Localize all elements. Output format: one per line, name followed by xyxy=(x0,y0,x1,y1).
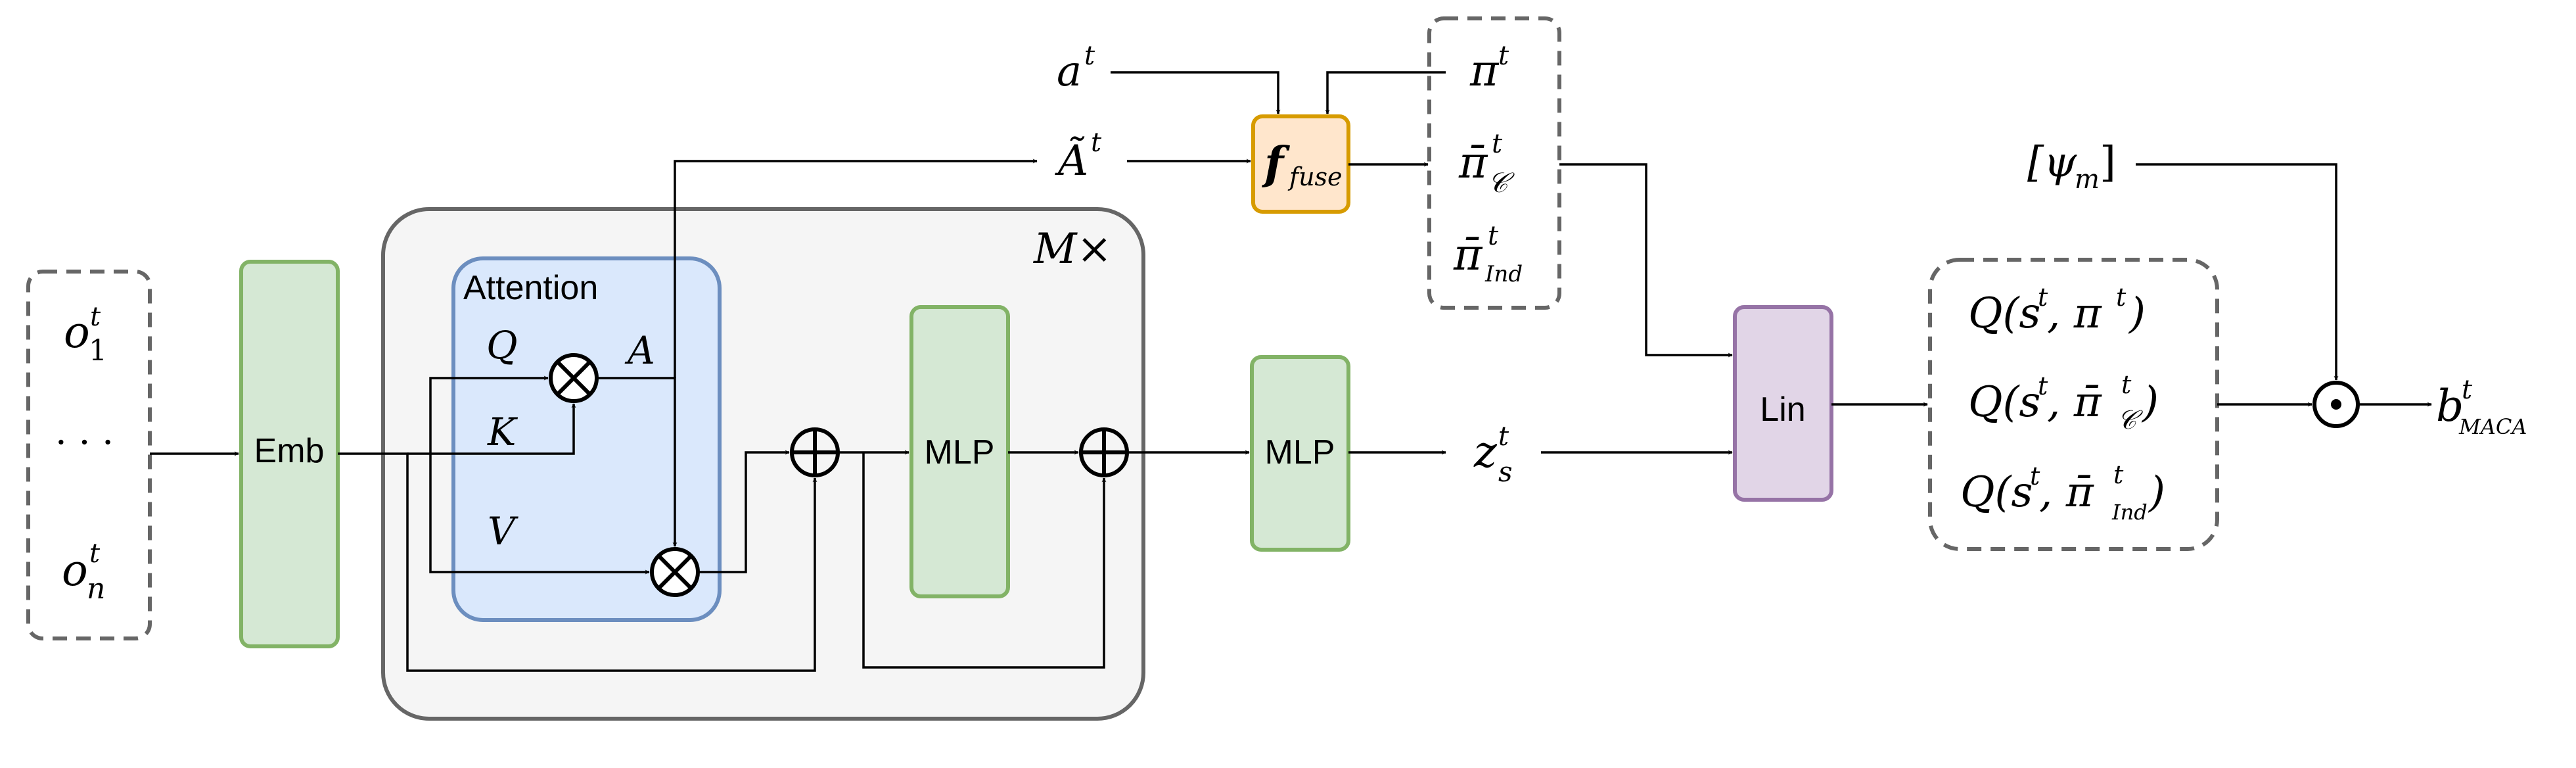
attention-map-label: Ã t xyxy=(1055,128,1102,185)
svg-text:z: z xyxy=(1473,427,1498,477)
svg-text:t: t xyxy=(1084,41,1095,71)
svg-text:Ind: Ind xyxy=(1484,261,1523,287)
svg-text:, π̄: , π̄ xyxy=(2047,378,2102,427)
observations-ellipsis: · · · xyxy=(55,421,114,464)
svg-text:a: a xyxy=(1057,47,1082,96)
svg-text:s: s xyxy=(1498,456,1513,488)
svg-text:n: n xyxy=(87,572,105,606)
q-value-pi-ind: Q(s t , π̄ t Ind ) xyxy=(1960,460,2165,525)
svg-text:t: t xyxy=(1498,421,1509,452)
svg-text:): ) xyxy=(2128,289,2146,338)
matmul-av-icon xyxy=(650,547,700,597)
svg-text:t: t xyxy=(1091,128,1102,158)
svg-text:t: t xyxy=(89,539,101,569)
value-label: V xyxy=(488,509,518,554)
attention-block xyxy=(451,256,722,622)
svg-text:π: π xyxy=(1469,45,1500,96)
svg-text:, π̄: , π̄ xyxy=(2039,468,2094,517)
svg-text:1: 1 xyxy=(89,334,107,368)
action-label: a t xyxy=(1057,41,1095,96)
svg-text:t: t xyxy=(2116,283,2127,312)
svg-text:): ) xyxy=(2148,468,2165,517)
svg-text:π̄: π̄ xyxy=(1453,229,1483,280)
svg-text:t: t xyxy=(2113,460,2124,489)
svg-text:t: t xyxy=(2462,375,2473,405)
output-label: b t MACA xyxy=(2436,375,2527,439)
svg-text:t: t xyxy=(2038,283,2048,312)
svg-text:t: t xyxy=(2121,370,2132,399)
state-embedding-label: z t s xyxy=(1473,421,1513,488)
svg-text:Ind: Ind xyxy=(2111,500,2148,525)
connections xyxy=(150,71,2432,672)
attention-label: Attention xyxy=(463,269,598,307)
svg-text:[ψ: [ψ xyxy=(2027,138,2077,187)
emb-label: Emb xyxy=(254,432,325,470)
svg-text:fuse: fuse xyxy=(1287,162,1343,191)
svg-text:o: o xyxy=(62,545,88,596)
svg-text:, π: , π xyxy=(2047,289,2102,338)
key-label: K xyxy=(487,410,518,454)
psi-label: [ψ m ] xyxy=(2027,138,2116,195)
svg-text:t: t xyxy=(90,302,101,332)
svg-text:b: b xyxy=(2436,381,2464,431)
attention-weights-label: A xyxy=(624,328,655,373)
svg-text:𝒞: 𝒞 xyxy=(1488,166,1515,199)
mlp-outer-label: MLP xyxy=(1265,433,1335,471)
residual-add-2-icon xyxy=(1079,427,1129,477)
query-label: Q xyxy=(486,323,518,368)
policies-box xyxy=(1427,16,1561,310)
mask-product-icon xyxy=(2312,381,2360,428)
observation-n: o t n xyxy=(62,539,105,606)
svg-text:t: t xyxy=(1488,221,1499,251)
q-value-pi-c: Q(s t , π̄ t 𝒞 ) xyxy=(1968,370,2159,435)
policy-pi-c: π̄ t 𝒞 xyxy=(1458,129,1515,199)
svg-text:): ) xyxy=(2141,378,2159,427)
observation-1: o t 1 xyxy=(64,302,107,368)
svg-text:Ã: Ã xyxy=(1055,136,1088,185)
lin-label: Lin xyxy=(1760,391,1805,429)
svg-text:Q(s: Q(s xyxy=(1968,289,2040,338)
svg-text:Q(s: Q(s xyxy=(1960,468,2033,517)
observations-box xyxy=(26,270,152,640)
repeat-label: M× xyxy=(1033,225,1112,274)
policy-pi-ind: π̄ t Ind xyxy=(1453,221,1523,287)
svg-text:m: m xyxy=(2075,164,2100,195)
mlp-inner-label: MLP xyxy=(925,433,995,471)
svg-text:Q(s: Q(s xyxy=(1968,378,2040,427)
residual-add-1-icon xyxy=(790,427,840,477)
svg-text:t: t xyxy=(2030,462,2040,491)
svg-text:π̄: π̄ xyxy=(1458,137,1488,188)
matmul-qk-icon xyxy=(549,353,599,403)
svg-text:t: t xyxy=(1498,41,1509,71)
svg-text:o: o xyxy=(64,307,90,358)
svg-text:𝒞: 𝒞 xyxy=(2117,405,2143,435)
q-value-pi: Q(s t , π t ) xyxy=(1968,283,2146,338)
svg-text:MACA: MACA xyxy=(2458,414,2527,439)
policy-pi: π t xyxy=(1469,41,1509,96)
svg-text:t: t xyxy=(1492,129,1503,159)
svg-text:t: t xyxy=(2038,372,2048,400)
svg-text:]: ] xyxy=(2100,138,2116,187)
